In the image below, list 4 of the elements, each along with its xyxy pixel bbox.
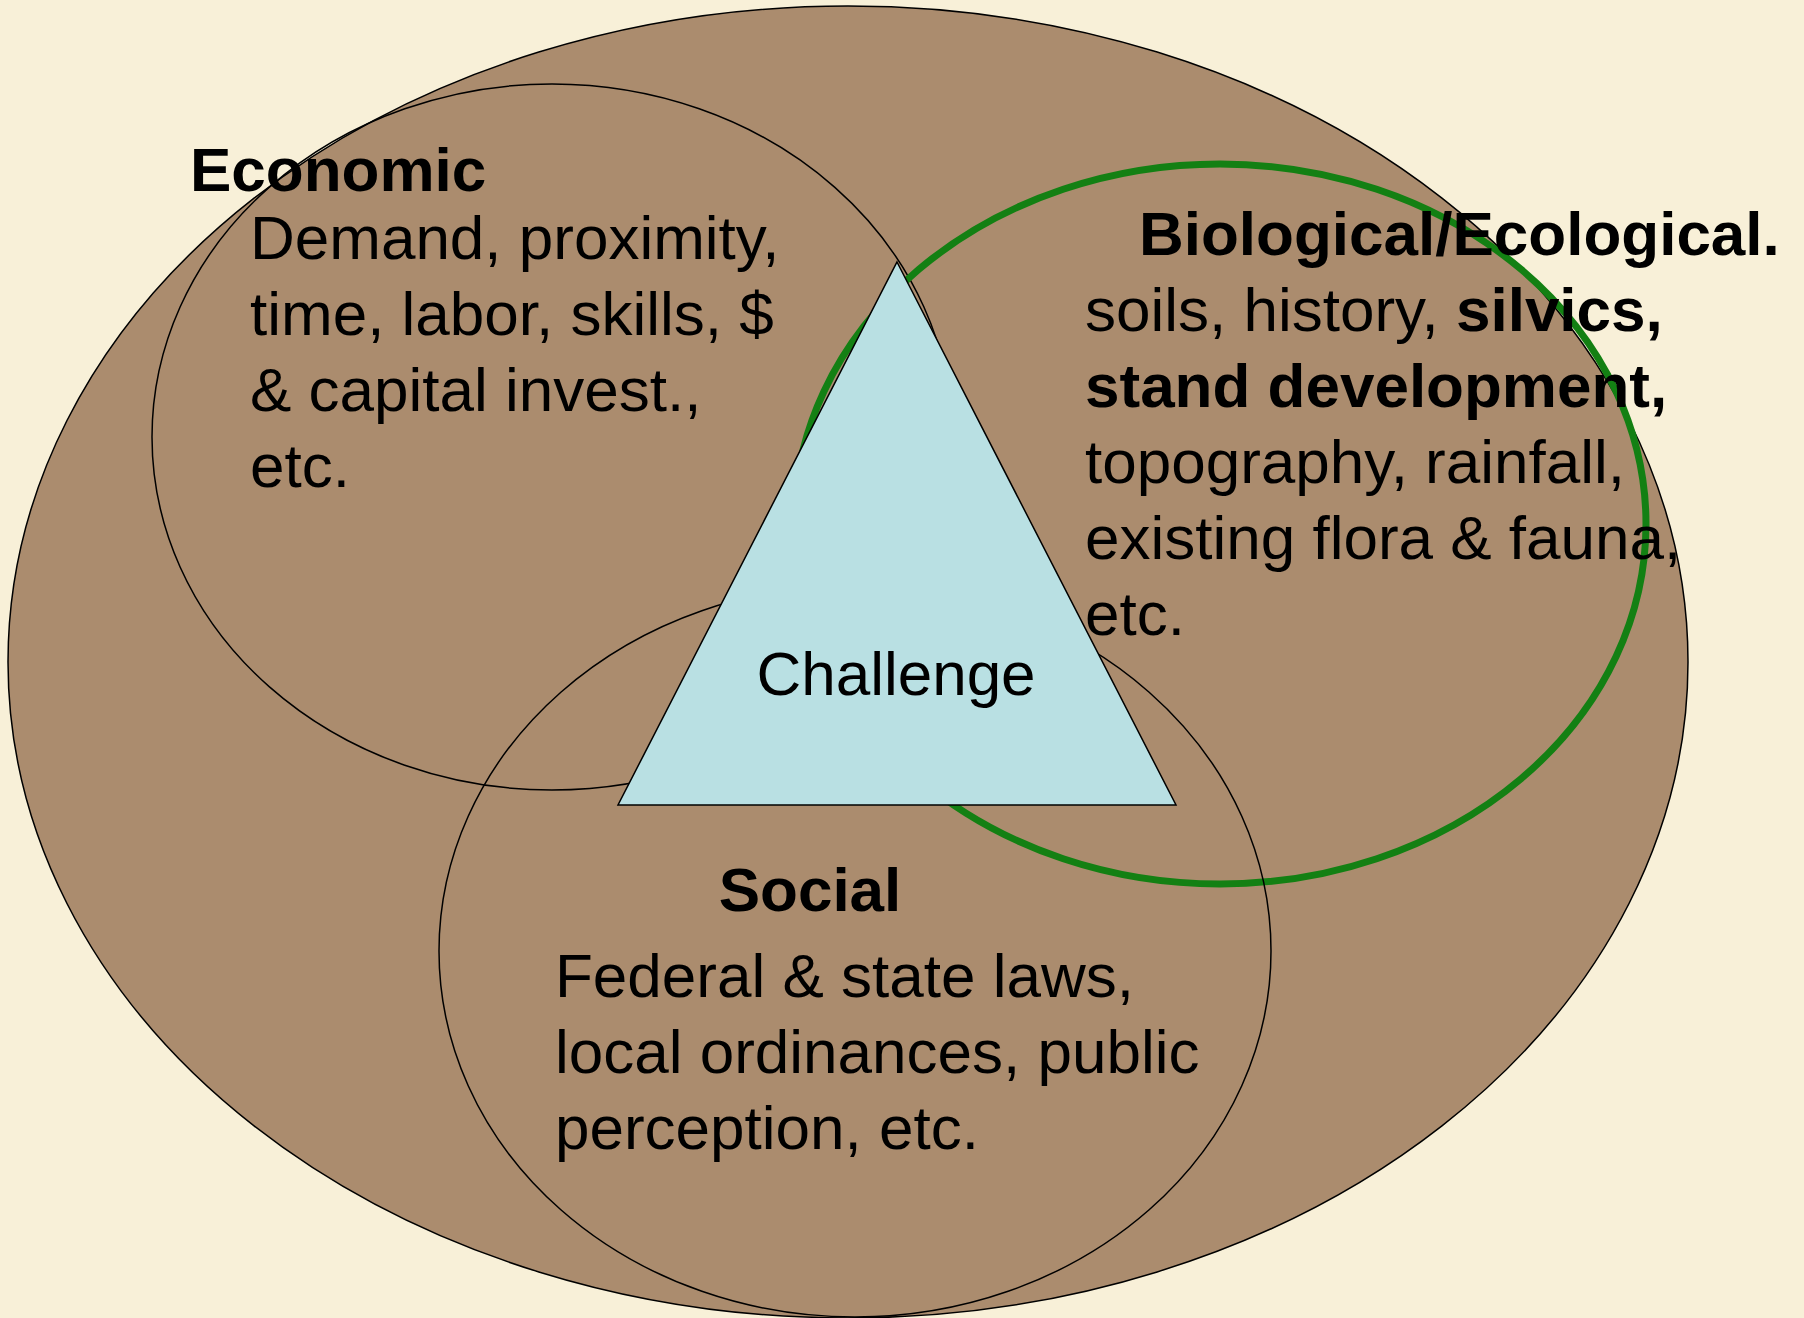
category-description: Demand, proximity, time, labor, skills, $ & capital invest., etc. [250,202,781,502]
category-heading: Social [717,854,903,926]
center-label: Challenge [755,638,1037,710]
category-description: Federal & state laws, local ordinances, public perception, etc. [555,940,1201,1164]
